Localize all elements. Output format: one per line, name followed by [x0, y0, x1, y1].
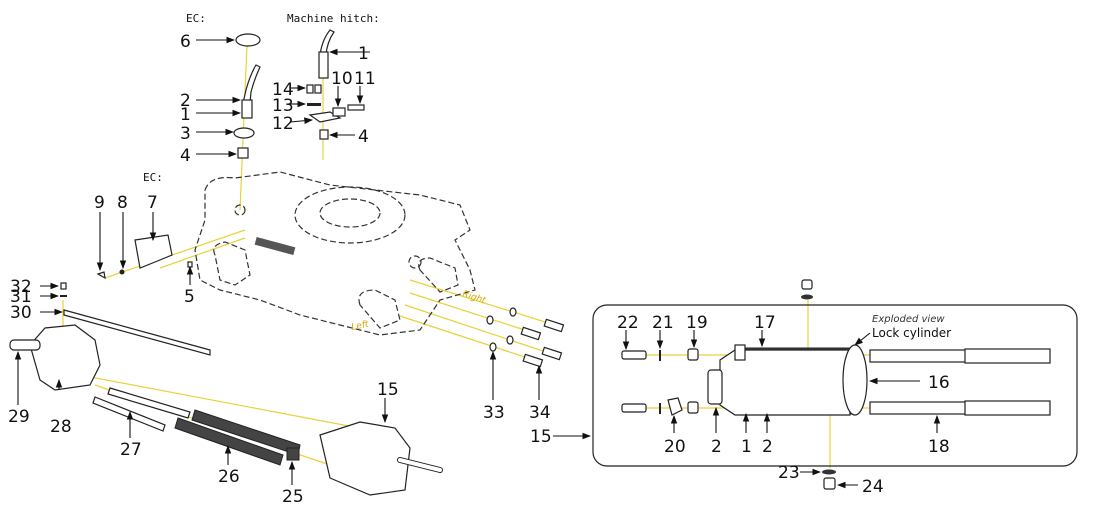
ec-side-caption: EC: — [143, 171, 163, 184]
callout-31: 31 — [10, 287, 32, 307]
mh-part-10-block — [332, 107, 346, 117]
callout-12: 12 — [272, 114, 294, 134]
mh-part-11-pin — [347, 104, 365, 111]
callout-14: 14 — [272, 80, 294, 100]
exploded-view-caption: Exploded view — [872, 314, 945, 325]
callout-18: 18 — [928, 437, 950, 457]
mounting-bolts: 33 34 — [483, 307, 565, 423]
machine-hitch-caption: Machine hitch: — [287, 12, 380, 25]
callout-ex-2b: 2 — [762, 437, 773, 457]
callout-10: 10 — [331, 69, 353, 89]
callout-25: 25 — [282, 487, 304, 507]
callout-28: 28 — [50, 417, 72, 437]
callout-30: 30 — [10, 303, 32, 323]
part-3-washer — [233, 127, 255, 139]
callout-11: 11 — [354, 69, 376, 89]
callout-7: 7 — [147, 193, 158, 213]
lock-cylinder-caption: Lock cylinder — [872, 326, 951, 340]
quick-hitch-body: Right Left — [194, 171, 487, 336]
callout-21: 21 — [652, 313, 674, 333]
part-7-plate — [134, 234, 173, 269]
mh-part-4-bushing — [319, 129, 329, 140]
part-27-rod-a — [107, 387, 191, 419]
machine-hitch-parts: Machine hitch: 1 14 10 11 13 12 4 — [272, 12, 380, 147]
callout-26: 26 — [218, 467, 240, 487]
mh-part-1-sensor — [318, 51, 329, 79]
callout-8: 8 — [117, 193, 128, 213]
callout-ex-1: 1 — [741, 437, 752, 457]
callout-22: 22 — [617, 313, 639, 333]
callout-34: 34 — [529, 403, 551, 423]
exploded-view-panel: Exploded view Lock cylinder — [530, 279, 1078, 497]
ec-side-parts: EC: 9 8 7 5 — [94, 171, 195, 307]
callout-29: 29 — [8, 407, 30, 427]
callout-ex-15: 15 — [530, 427, 552, 447]
part-25-spacer — [286, 447, 300, 461]
ec-top-parts: EC: 6 2 1 3 4 — [180, 12, 261, 166]
callout-15: 15 — [377, 380, 399, 400]
callout-6: 6 — [180, 32, 191, 52]
part-2-sensor — [242, 64, 261, 104]
callout-24: 24 — [862, 477, 884, 497]
part-6-cap — [235, 33, 261, 47]
callout-13: 13 — [272, 96, 294, 116]
callout-23: 23 — [778, 463, 800, 483]
callout-4: 4 — [180, 146, 191, 166]
callout-17: 17 — [754, 313, 776, 333]
part-26-spring-b — [174, 417, 284, 466]
callout-27: 27 — [120, 440, 142, 460]
callout-20: 20 — [664, 437, 686, 457]
left-side-label: Left — [351, 319, 370, 332]
callout-9: 9 — [94, 193, 105, 213]
ex-part-16-end-cap — [842, 344, 868, 416]
callout-3: 3 — [180, 124, 191, 144]
callout-2: 2 — [180, 91, 191, 111]
part-4-bushing — [237, 147, 249, 159]
callout-32: 32 — [10, 277, 32, 297]
callout-mh-4: 4 — [358, 127, 369, 147]
callout-1: 1 — [180, 105, 191, 125]
callout-5: 5 — [184, 287, 195, 307]
part-15-lock-cylinder — [319, 421, 411, 496]
part-1-sleeve — [241, 99, 253, 119]
lock-assembly-parts: 32 31 30 29 28 27 26 25 15 — [8, 277, 443, 507]
callout-33: 33 — [483, 403, 505, 423]
ex-part-20-clip — [667, 397, 683, 416]
part-29-pin — [9, 339, 41, 351]
part-30-rod — [63, 309, 211, 356]
callout-ex-2a: 2 — [711, 437, 722, 457]
callout-mh-1: 1 — [358, 44, 369, 64]
callout-16: 16 — [928, 373, 950, 393]
callout-19: 19 — [686, 313, 708, 333]
right-side-label: Right — [461, 289, 487, 306]
ec-top-caption: EC: — [186, 12, 206, 25]
part-28-housing — [29, 324, 101, 391]
